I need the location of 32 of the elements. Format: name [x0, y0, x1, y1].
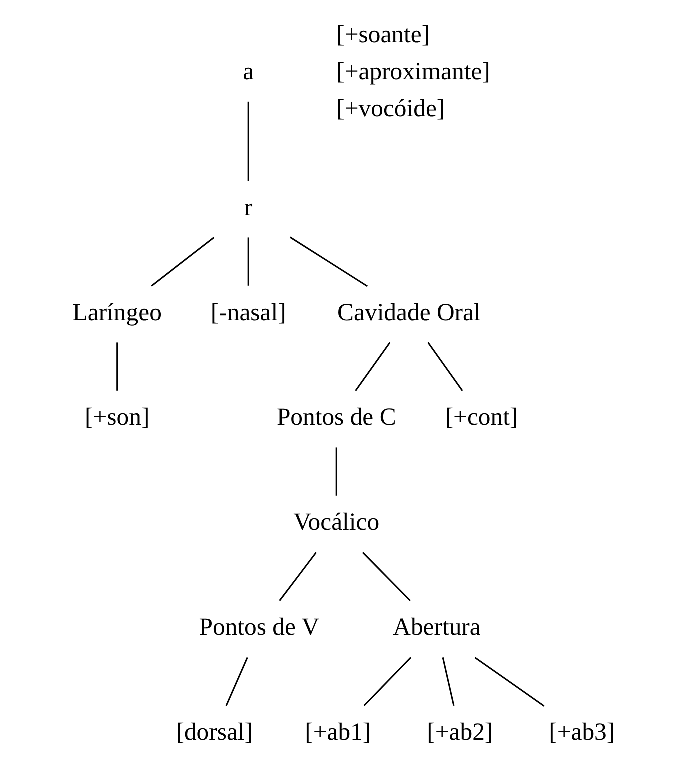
connector [428, 342, 464, 392]
connector [279, 552, 317, 602]
connector [364, 657, 412, 706]
connector [151, 237, 215, 287]
label: [+aproximante] [336, 58, 490, 86]
node-text: Laríngeo [72, 299, 162, 326]
node-text: Pontos de V [199, 614, 320, 642]
connector [248, 102, 250, 182]
node-text: Pontos de C [276, 404, 396, 432]
connector [362, 552, 411, 602]
connector [336, 448, 338, 496]
node-text: Cavidade Oral [338, 299, 481, 326]
node-text: [dorsal] [176, 719, 254, 746]
node-text: [+ab3] [549, 719, 616, 746]
node-text: a [243, 58, 254, 86]
connector [442, 658, 455, 706]
connector [290, 236, 368, 288]
node-text: [-nasal] [210, 299, 286, 326]
connector [116, 342, 118, 391]
node-text: r [244, 194, 253, 222]
node-text: [+ab1] [305, 719, 372, 746]
node-text: [+cont] [445, 404, 518, 432]
node-text: [+ab2] [427, 719, 494, 746]
node-text: [+son] [85, 404, 150, 432]
label: [+soante] [336, 21, 430, 48]
connector [355, 342, 391, 392]
connector [248, 238, 250, 286]
label: [+vocóide] [336, 95, 446, 122]
node-text: Abertura [393, 614, 481, 642]
node-text: Vocálico [294, 509, 380, 536]
connector [226, 657, 248, 706]
connector [474, 657, 545, 707]
